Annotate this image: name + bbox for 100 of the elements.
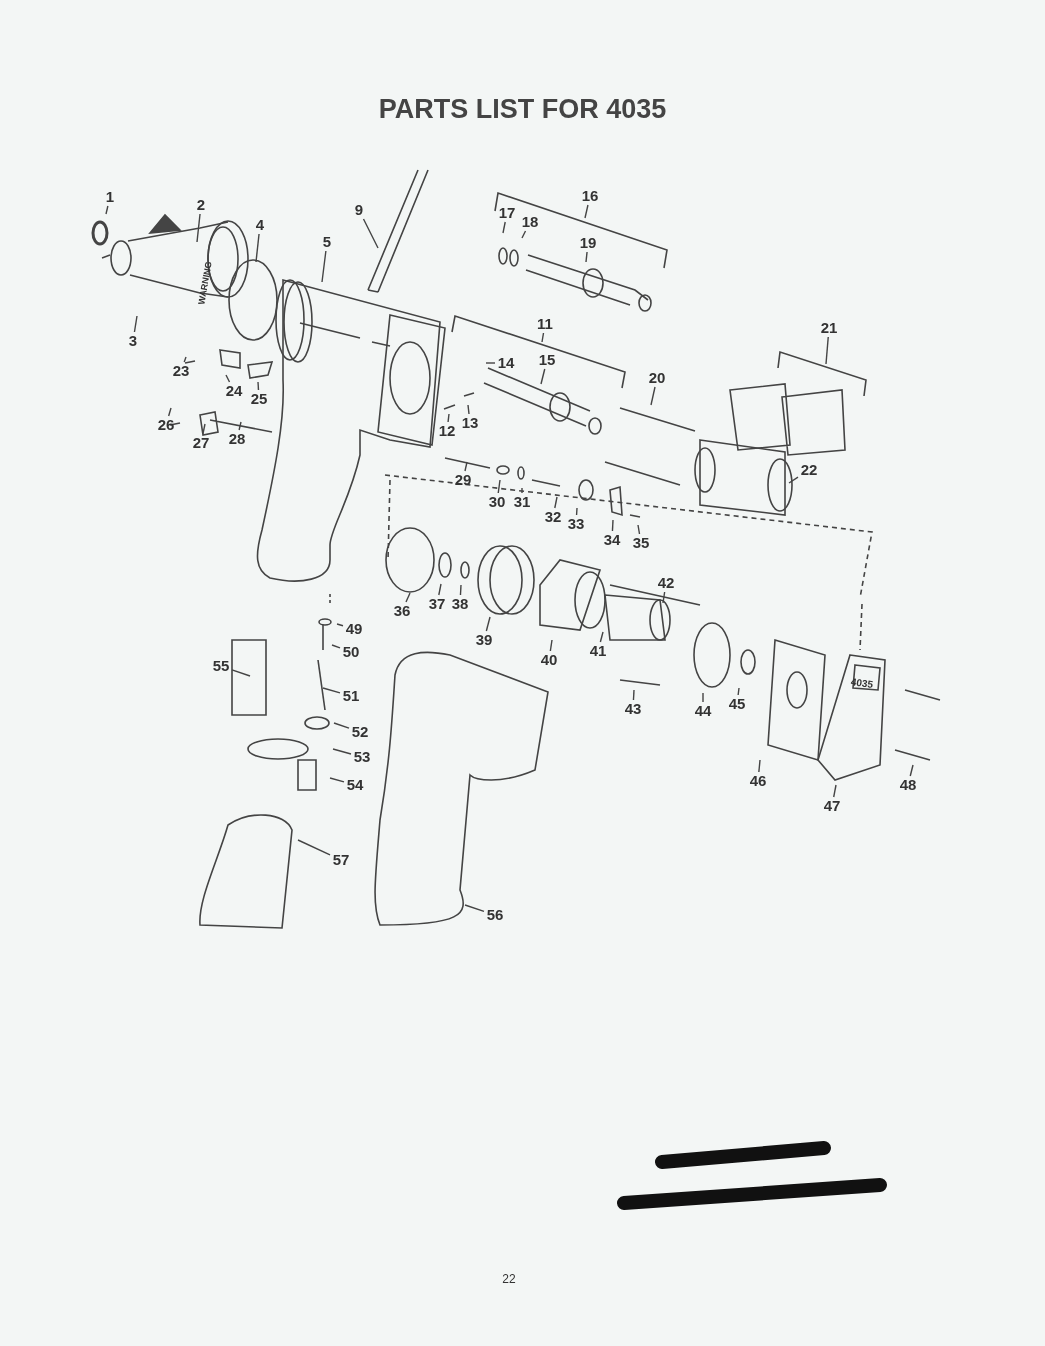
leader-line xyxy=(575,507,578,516)
callout-number: 24 xyxy=(225,383,243,399)
leader-line xyxy=(231,669,251,677)
leader-line xyxy=(321,250,327,283)
callout-number: 30 xyxy=(488,494,506,510)
callout-number: 17 xyxy=(498,205,516,221)
callout-number: 57 xyxy=(332,852,350,868)
leader-line xyxy=(255,233,260,263)
leader-line xyxy=(554,496,558,509)
page-number: 22 xyxy=(502,1272,516,1286)
leader-line xyxy=(336,623,344,627)
leader-line xyxy=(362,218,379,249)
callout-number: 2 xyxy=(196,197,206,213)
callout-number: 3 xyxy=(128,333,138,349)
leader-line xyxy=(322,687,341,694)
callout-number: 46 xyxy=(749,773,767,789)
leader-line xyxy=(521,487,523,494)
leader-line xyxy=(497,479,501,494)
leader-line xyxy=(329,777,345,783)
leader-line xyxy=(238,421,242,431)
leader-line xyxy=(909,764,914,777)
callout-number: 29 xyxy=(454,472,472,488)
callout-number: 42 xyxy=(657,575,675,591)
leader-line xyxy=(540,368,546,385)
callout-number: 33 xyxy=(567,516,585,532)
leader-line xyxy=(584,204,589,219)
callout-number: 31 xyxy=(513,494,531,510)
callout-number: 9 xyxy=(354,202,364,218)
leader-line xyxy=(632,689,635,701)
leader-line xyxy=(333,722,350,729)
callout-number: 44 xyxy=(694,703,712,719)
callout-number: 49 xyxy=(345,621,363,637)
callout-number: 15 xyxy=(538,352,556,368)
callout-number: 48 xyxy=(899,777,917,793)
leader-line xyxy=(438,583,442,596)
leader-line xyxy=(662,591,666,604)
part-marking: WARNING xyxy=(196,260,214,306)
leader-line xyxy=(405,592,411,603)
callout-number: 50 xyxy=(342,644,360,660)
leader-line xyxy=(297,839,331,856)
leader-line xyxy=(585,251,588,263)
leader-line xyxy=(485,616,491,632)
callout-number: 1 xyxy=(105,189,115,205)
leader-line xyxy=(225,374,231,383)
leader-line xyxy=(196,213,201,243)
leader-line xyxy=(611,519,614,532)
callout-number: 4 xyxy=(255,217,265,233)
callout-number: 16 xyxy=(581,188,599,204)
leader-line xyxy=(788,476,799,484)
callout-number: 34 xyxy=(603,532,621,548)
leader-line xyxy=(202,423,206,435)
leader-line xyxy=(467,404,470,415)
leader-line xyxy=(464,461,468,472)
leader-line xyxy=(549,639,553,652)
leader-line xyxy=(650,386,656,406)
callout-number: 13 xyxy=(461,415,479,431)
callout-number: 43 xyxy=(624,701,642,717)
callout-number: 53 xyxy=(353,749,371,765)
callout-number: 56 xyxy=(486,907,504,923)
leader-line xyxy=(825,336,829,365)
callout-number: 26 xyxy=(157,417,175,433)
leader-line xyxy=(447,413,450,423)
leader-line xyxy=(541,332,545,343)
leader-line xyxy=(599,631,604,643)
leader-line xyxy=(459,584,462,596)
callout-number: 14 xyxy=(497,355,515,371)
callout-number: 52 xyxy=(351,724,369,740)
callout-number: 21 xyxy=(820,320,838,336)
callout-number: 22 xyxy=(800,462,818,478)
callout-number: 37 xyxy=(428,596,446,612)
leader-line xyxy=(183,356,187,363)
callout-number: 20 xyxy=(648,370,666,386)
part-marking: 4035 xyxy=(850,676,874,690)
callout-number: 41 xyxy=(589,643,607,659)
callout-number: 27 xyxy=(192,435,210,451)
callout-number: 32 xyxy=(544,509,562,525)
callout-number: 39 xyxy=(475,632,493,648)
callout-number: 45 xyxy=(728,696,746,712)
callout-number: 5 xyxy=(322,234,332,250)
page-title: PARTS LIST FOR 4035 xyxy=(377,94,668,125)
callout-number: 23 xyxy=(172,363,190,379)
callout-number: 36 xyxy=(393,603,411,619)
leader-line xyxy=(737,687,740,696)
leader-line xyxy=(485,362,496,364)
callout-number: 19 xyxy=(579,235,597,251)
callout-number: 12 xyxy=(438,423,456,439)
leader-line xyxy=(521,230,527,239)
callout-number: 35 xyxy=(632,535,650,551)
leader-line xyxy=(702,692,704,703)
leader-line xyxy=(502,221,506,234)
callout-number: 40 xyxy=(540,652,558,668)
leader-line xyxy=(257,381,260,391)
callout-number: 51 xyxy=(342,688,360,704)
callout-number: 18 xyxy=(521,214,539,230)
leader-line xyxy=(464,904,485,913)
callout-number: 11 xyxy=(537,316,553,332)
leader-line xyxy=(758,759,761,773)
callout-number: 55 xyxy=(212,658,230,674)
callout-number: 54 xyxy=(346,777,364,793)
leader-line xyxy=(833,784,837,798)
